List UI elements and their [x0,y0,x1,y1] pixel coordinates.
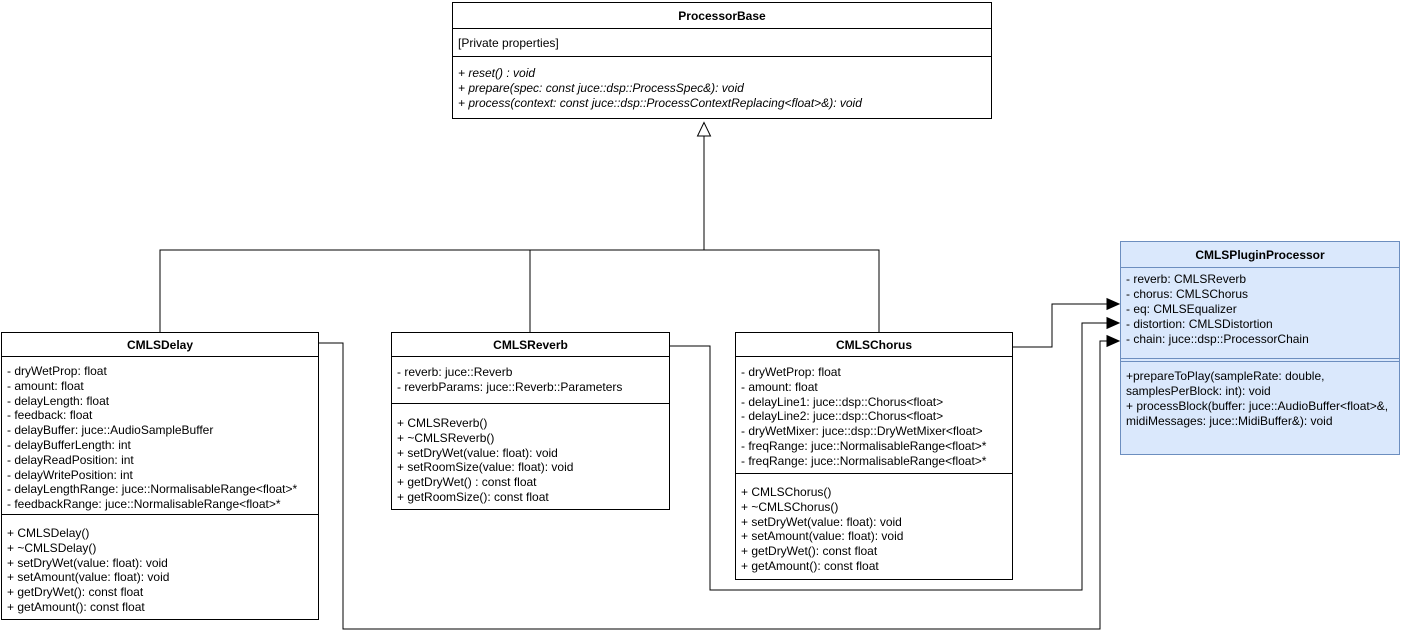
association-reverb-arrowhead-icon [1106,316,1121,330]
class-title: CMLSChorus [836,337,912,352]
class-title: CMLSPluginProcessor [1195,247,1325,262]
class-cmls-delay[interactable]: CMLSDelay - dryWetProp: float - amount: … [1,332,319,620]
attribute-row: - chain: juce::dsp::ProcessorChain [1126,332,1309,346]
method-row: + process(context: const juce::dsp::Proc… [458,95,862,110]
attribute-row: - feedbackRange: juce::NormalisableRange… [7,497,281,512]
class-title: CMLSReverb [493,337,568,352]
class-title: ProcessorBase [678,8,766,23]
method-row: + setDryWet(value: float): void [7,555,168,570]
attribute-row: - delayReadPosition: int [7,452,134,467]
method-row: + processBlock(buffer: juce::AudioBuffer… [1126,399,1389,428]
attribute-row: - freqRange: juce::NormalisableRange<flo… [741,438,987,453]
method-row: + prepare(spec: const juce::dsp::Process… [458,80,744,95]
method-row: + setDryWet(value: float): void [397,445,558,460]
method-row: + reset() : void [458,66,536,80]
class-cmls-reverb[interactable]: CMLSReverb - reverb: juce::Reverb - reve… [391,332,670,510]
association-chorus-line [1013,303,1108,348]
class-cmls-chorus[interactable]: CMLSChorus - dryWetProp: float - amount:… [735,332,1013,580]
attribute-row: - amount: float [7,378,84,393]
method-row: + CMLSDelay() [7,526,90,540]
attribute-row: - dryWetProp: float [7,364,107,378]
method-row: + getAmount(): const float [741,558,879,573]
attribute-row: - chorus: CMLSChorus [1126,287,1249,301]
attributes-section: - dryWetProp: float - amount: float - de… [736,356,1012,473]
attribute-row: - distortion: CMLSDistortion [1126,317,1273,331]
attribute-row: - dryWetProp: float [741,365,841,379]
attribute-row: - delayLength: float [7,393,110,408]
method-row: + setRoomSize(value: float): void [397,460,574,475]
method-row: + getRoomSize(): const float [397,489,549,504]
methods-section: +prepareToPlay(sampleRate: double, sampl… [1121,362,1399,454]
attributes-section: - reverb: CMLSReverb - chorus: CMLSChoru… [1121,267,1399,353]
method-row: + ~CMLSReverb() [397,430,495,445]
methods-section: + CMLSReverb() + ~CMLSReverb() + setDryW… [392,403,669,509]
class-processor-base[interactable]: ProcessorBase [Private properties] + res… [452,2,992,119]
methods-section: + reset() : void + prepare(spec: const j… [453,56,991,118]
attribute-row: - eq: CMLSEqualizer [1126,302,1237,316]
class-title: CMLSDelay [126,337,194,352]
method-row: + setAmount(value: float): void [741,529,904,544]
method-row: + getDryWet() : const float [397,475,537,490]
attribute-row: - reverbParams: juce::Reverb::Parameters [397,379,623,394]
method-row: + getAmount(): const float [7,599,145,614]
attributes-section: - dryWetProp: float - amount: float - de… [2,356,318,514]
class-cmls-plugin-processor[interactable]: CMLSPluginProcessor - reverb: CMLSReverb… [1120,241,1400,455]
attribute-row: - delayLine1: juce::dsp::Chorus<float> [741,394,944,409]
attribute-row: - freqRange: juce::NormalisableRange<flo… [741,453,987,468]
method-row: +prepareToPlay(sampleRate: double, sampl… [1126,369,1325,398]
generalization-trunk-line [159,249,880,332]
attribute-row: - delayLengthRange: juce::NormalisableRa… [7,482,298,497]
method-row: + getDryWet(): const float [7,585,144,600]
attribute-row: - delayWritePosition: int [7,467,133,482]
attribute-row: - amount: float [741,379,818,394]
double-divider [1121,358,1399,362]
method-row: + ~CMLSDelay() [7,540,97,555]
method-row: + setAmount(value: float): void [7,570,170,585]
attribute-row: - reverb: juce::Reverb [397,365,513,379]
attribute-row: - delayLine2: juce::dsp::Chorus<float> [741,409,944,424]
attributes-section: - reverb: juce::Reverb - reverbParams: j… [392,356,669,403]
methods-section: + CMLSDelay() + ~CMLSDelay() + setDryWet… [2,514,318,619]
method-row: + getDryWet(): const float [741,544,878,559]
association-chorus-arrowhead-icon [1106,297,1121,311]
method-row: + CMLSChorus() [741,485,832,499]
method-row: + ~CMLSChorus() [741,499,839,514]
attribute-row: - dryWetMixer: juce::dsp::DryWetMixer<fl… [741,424,983,439]
inheritance-triangle-icon [696,121,712,137]
association-delay-arrowhead-icon [1106,334,1121,348]
attributes-section: [Private properties] [453,28,991,56]
methods-section: + CMLSChorus() + ~CMLSChorus() + setDryW… [736,473,1012,579]
attribute-row: [Private properties] [458,36,559,50]
method-row: + CMLSReverb() [397,416,488,430]
attribute-row: - delayBuffer: juce::AudioSampleBuffer [7,423,214,438]
method-row: + setDryWet(value: float): void [741,514,902,529]
attribute-row: - reverb: CMLSReverb [1126,272,1247,286]
attribute-row: - feedback: float [7,408,93,423]
attribute-row: - delayBufferLength: int [7,437,131,452]
